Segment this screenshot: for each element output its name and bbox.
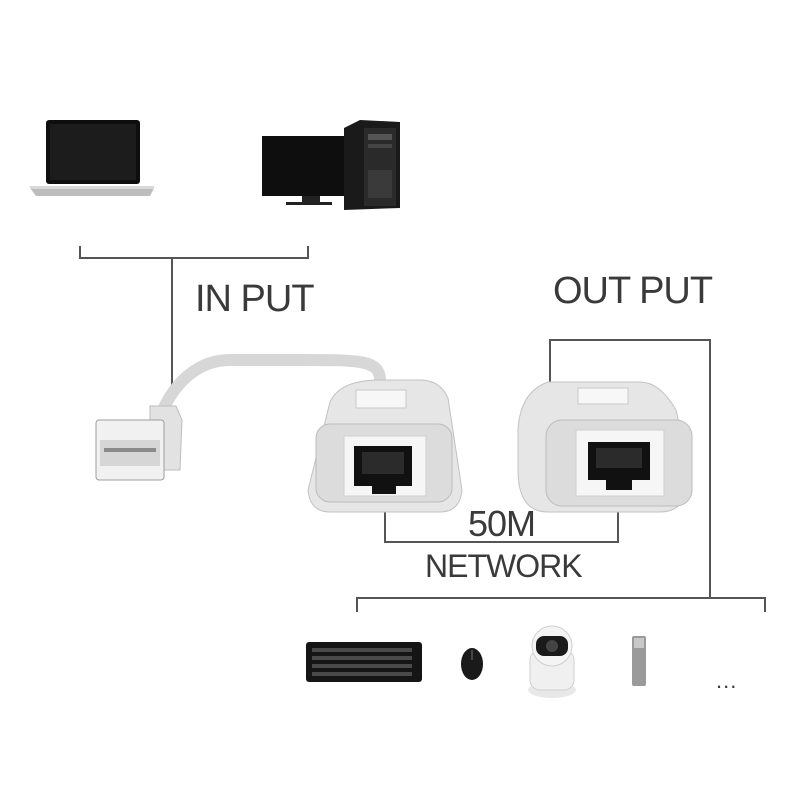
- usb-cable-icon: [95, 354, 386, 481]
- network-link: [384, 498, 619, 543]
- cable-length-label: 50M: [468, 503, 536, 544]
- input-label: IN PUT: [195, 278, 315, 320]
- more-devices-ellipsis: ...: [716, 668, 738, 693]
- output-label: OUT PUT: [553, 270, 713, 312]
- camera-icon: [528, 625, 576, 698]
- network-label: NETWORK: [425, 548, 583, 584]
- usb-rj45-sender-icon: [307, 379, 463, 513]
- output-bracket: [549, 339, 711, 598]
- connector-lines: [79, 246, 766, 612]
- mouse-icon: [461, 648, 483, 680]
- output-devices-bracket: [356, 597, 766, 612]
- laptop-icon: [30, 120, 154, 196]
- desktop-pc-icon: [262, 120, 400, 210]
- input-bracket: [79, 246, 309, 259]
- rj45-receiver-icon: [517, 381, 693, 513]
- usb-flash-drive-icon: [632, 636, 646, 686]
- keyboard-icon: [306, 642, 422, 682]
